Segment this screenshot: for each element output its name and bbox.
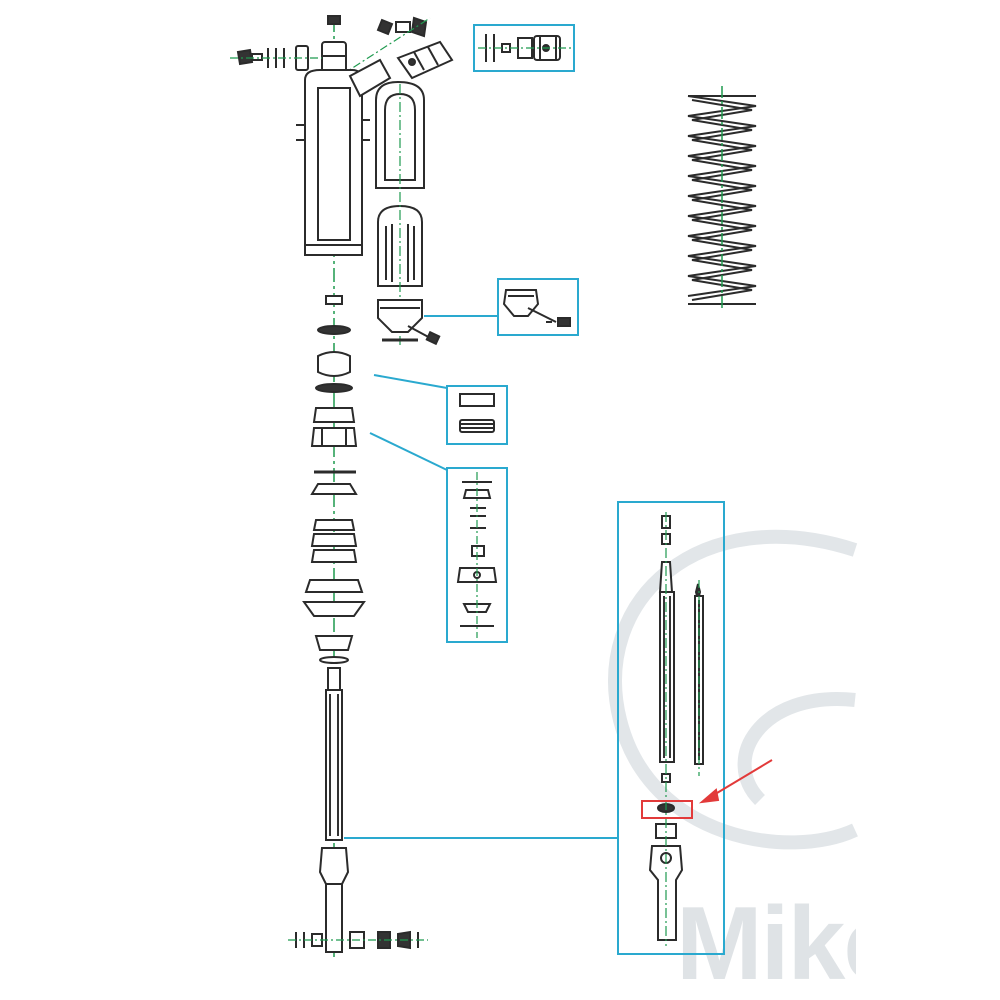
highlight-box-washer xyxy=(641,800,693,819)
piggyback-valve xyxy=(348,40,454,98)
endcap-detail-parts xyxy=(502,289,571,327)
shim-stack-parts xyxy=(456,481,498,627)
watermark-text: Mike xyxy=(676,888,856,1000)
red-arrow-indicator xyxy=(698,759,773,804)
callout-box-rod-detail xyxy=(617,501,725,955)
callout-box-endcap-detail xyxy=(497,278,579,336)
main-stack-parts xyxy=(302,295,366,664)
reservoir-end-cap xyxy=(377,299,441,346)
piston-ring-parts xyxy=(459,393,495,433)
adjuster-diagonal-centerline xyxy=(339,17,431,77)
top-adjuster-assembly xyxy=(230,15,428,73)
piston-rod xyxy=(318,667,350,953)
callout-leader-shim-stack xyxy=(369,432,448,471)
callout-box-shim-stack xyxy=(446,467,508,643)
callout-box-valve-detail xyxy=(473,24,575,72)
reservoir-body xyxy=(296,69,370,256)
callout-leader-piston-rings xyxy=(373,374,448,389)
callout-box-piston-rings xyxy=(446,385,508,445)
watermark-arc xyxy=(608,529,858,850)
